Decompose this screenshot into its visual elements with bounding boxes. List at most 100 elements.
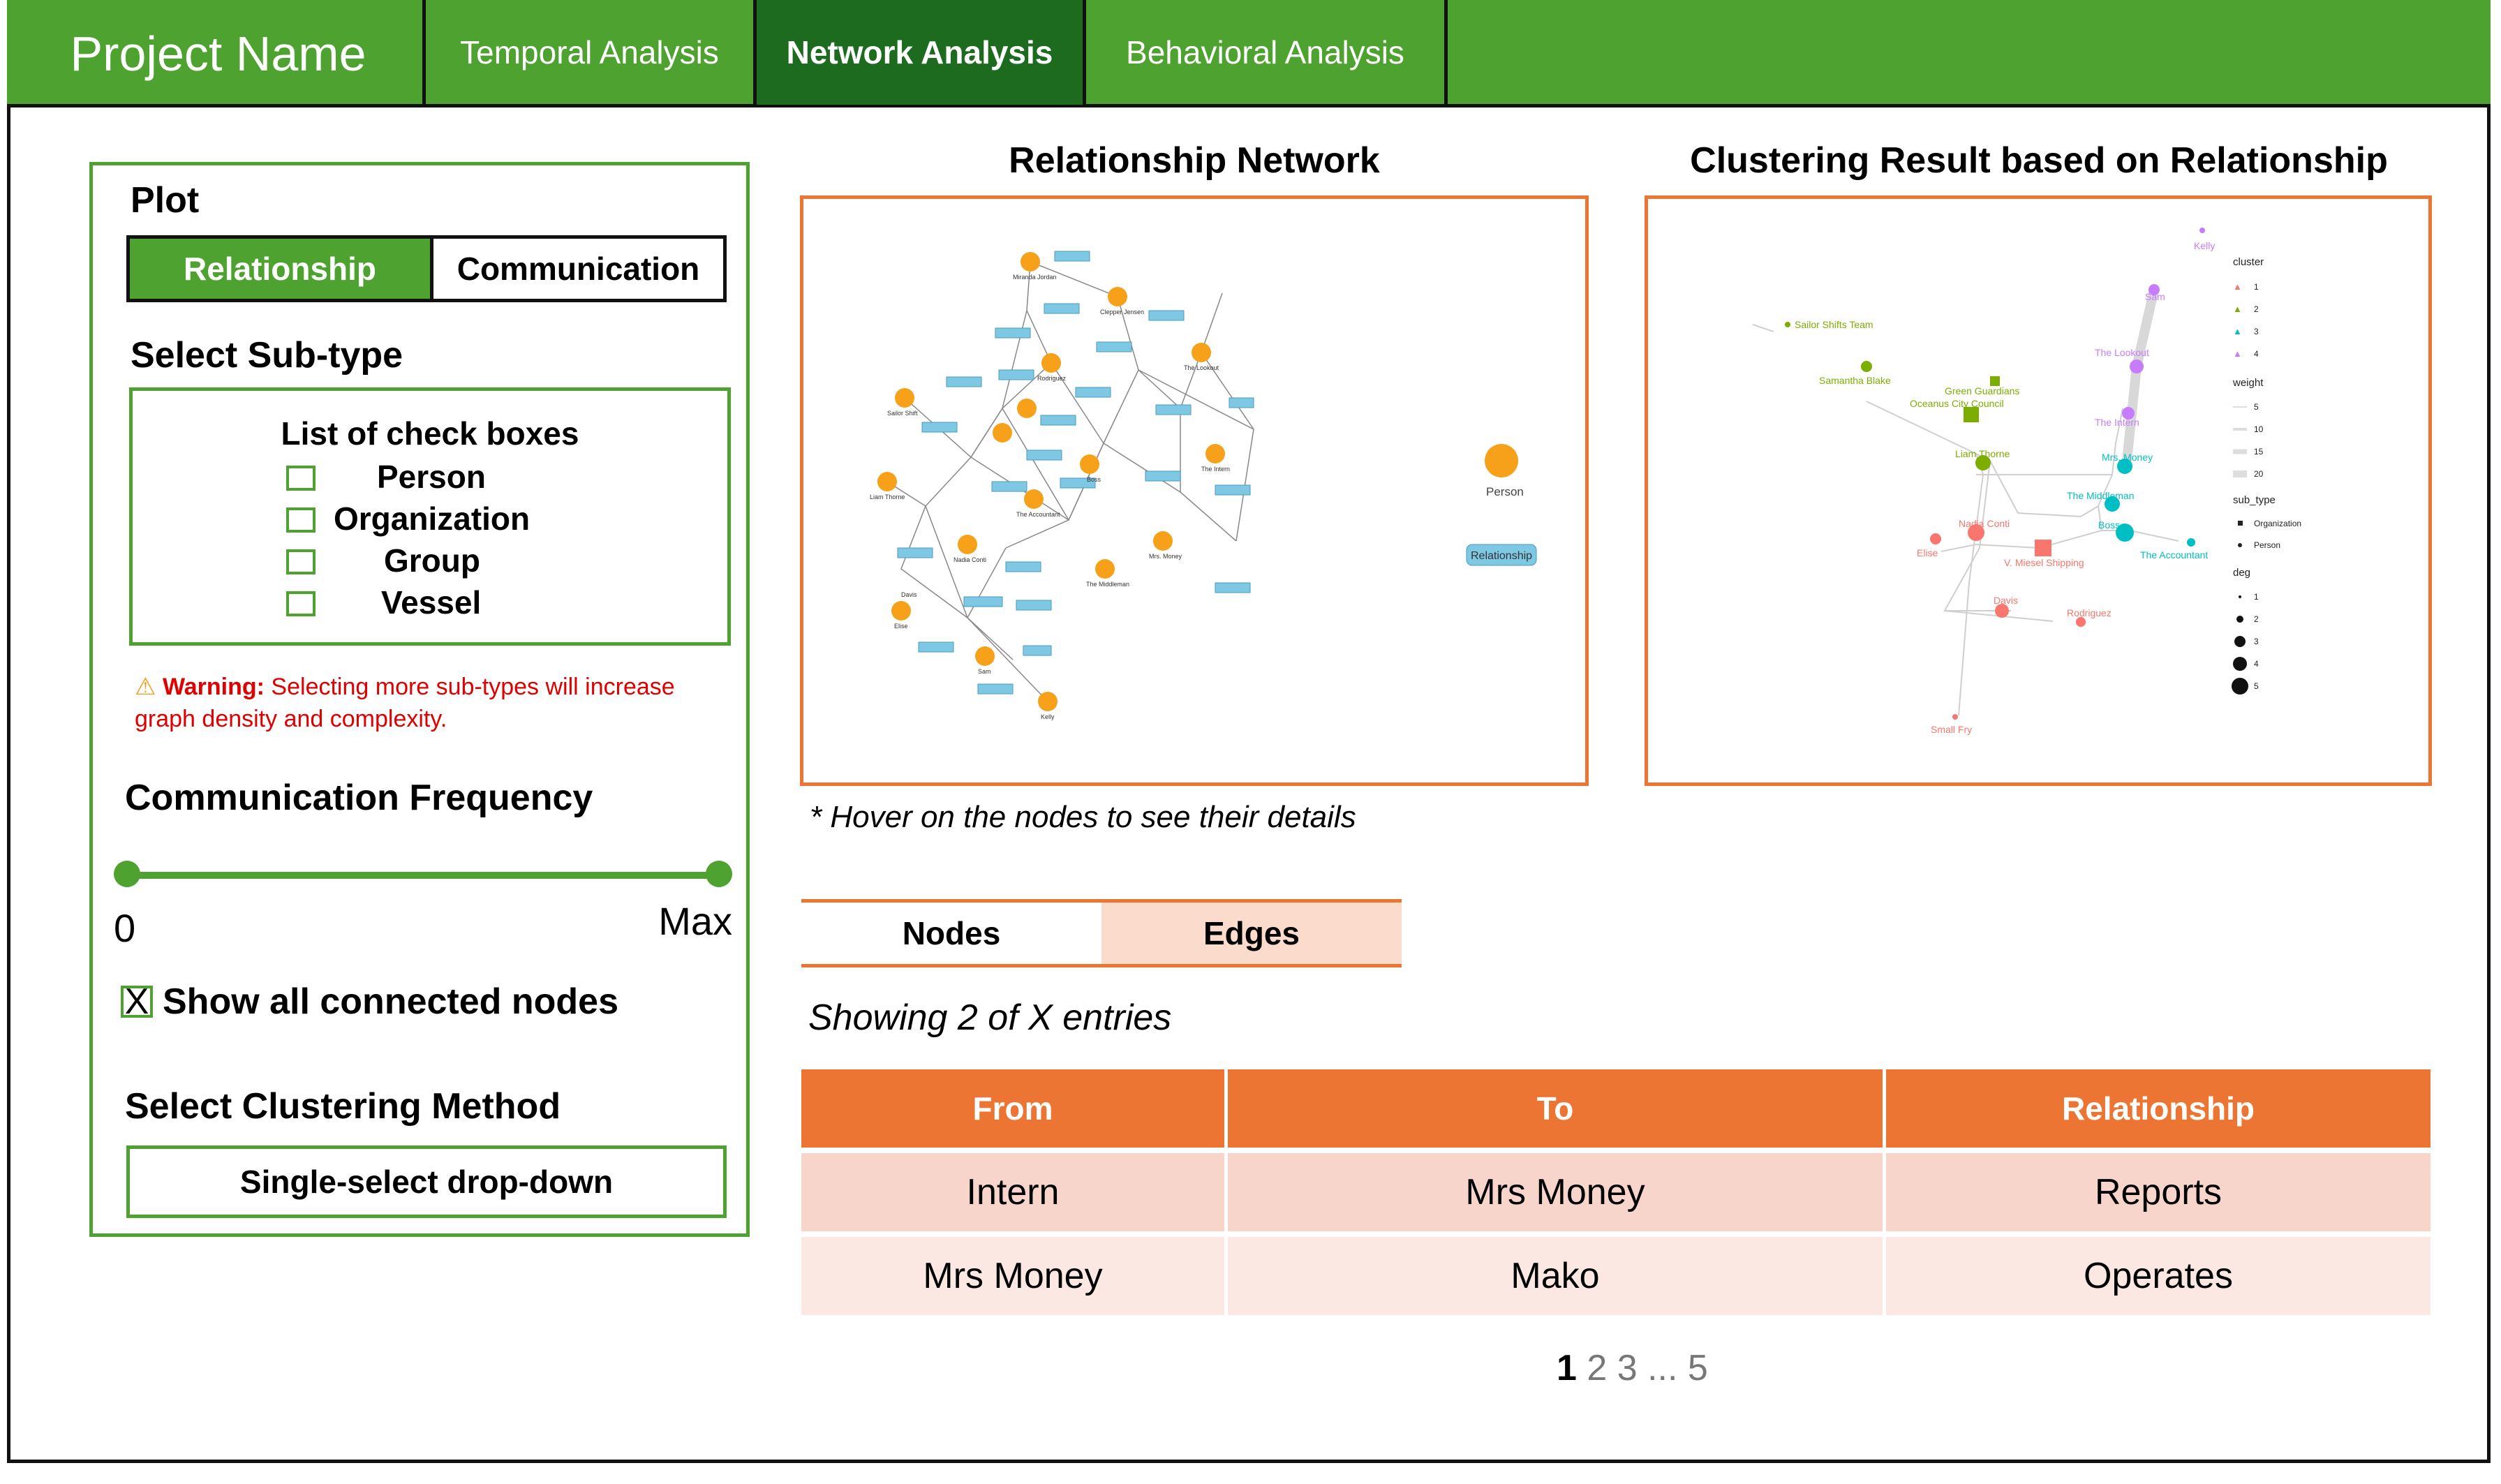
network-node[interactable] (1041, 353, 1061, 373)
network-node[interactable] (1205, 444, 1225, 463)
checkbox-square[interactable] (286, 591, 316, 616)
plot-option-communication[interactable]: Communication (457, 251, 700, 287)
relationship-node[interactable] (918, 641, 954, 653)
clustering-method-dropdown[interactable]: Single-select drop-down (126, 1145, 727, 1218)
page-links[interactable]: 2 3 ... 5 (1587, 1348, 1708, 1388)
cluster-node[interactable] (1952, 714, 1958, 720)
show-connected-toggle[interactable]: X Show all connected nodes (121, 981, 618, 1023)
column-header-from[interactable]: From (801, 1069, 1228, 1150)
cluster-node[interactable] (2035, 540, 2051, 556)
network-node[interactable] (1038, 692, 1057, 711)
checkbox-vessel[interactable] (286, 586, 316, 621)
network-person-nodes (877, 252, 1225, 711)
cluster-node[interactable] (2130, 359, 2144, 373)
tab-edges[interactable]: Edges (1101, 903, 1402, 964)
network-node[interactable] (975, 646, 995, 666)
relationship-node[interactable] (1005, 561, 1041, 572)
checkbox-list-title: List of check boxes (281, 415, 579, 452)
relationship-node[interactable] (1096, 341, 1132, 353)
relationship-node[interactable] (897, 547, 933, 558)
network-node[interactable] (1024, 489, 1044, 509)
show-connected-checkbox[interactable]: X (121, 984, 153, 1020)
checkbox-organization[interactable] (286, 503, 316, 537)
tab-network-analysis[interactable]: Network Analysis (757, 0, 1086, 105)
relationship-node[interactable] (1148, 310, 1185, 321)
cluster-node[interactable] (1964, 407, 1979, 422)
relationship-node[interactable] (963, 596, 1003, 607)
network-node[interactable] (895, 388, 914, 408)
cluster-node[interactable] (2076, 617, 2086, 627)
network-node[interactable] (1108, 287, 1127, 306)
network-node[interactable] (1021, 252, 1040, 272)
relationship-node[interactable] (1016, 600, 1052, 611)
cluster-node[interactable] (1785, 322, 1790, 327)
frequency-slider-min-handle[interactable] (114, 861, 140, 887)
network-node[interactable] (993, 423, 1012, 443)
relationship-node[interactable] (1026, 450, 1062, 461)
cluster-node[interactable] (1930, 533, 1941, 544)
relationship-node[interactable] (991, 481, 1027, 492)
cluster-node[interactable] (1990, 376, 2000, 386)
column-header-to[interactable]: To (1226, 1069, 1886, 1150)
checkbox-square[interactable] (286, 549, 316, 574)
relationship-node[interactable] (1060, 477, 1096, 489)
legend-deg-2: 2 (2254, 614, 2259, 624)
relationship-node[interactable] (1229, 397, 1254, 408)
cluster-node[interactable] (1975, 455, 1991, 470)
network-node[interactable] (891, 601, 911, 621)
frequency-slider-max-handle[interactable] (706, 861, 732, 887)
network-node[interactable] (1192, 343, 1211, 362)
cluster-node[interactable] (2199, 228, 2205, 233)
network-node[interactable] (958, 535, 977, 554)
network-node[interactable] (1080, 454, 1099, 474)
legend-cluster-key-2: ▲ (2233, 304, 2242, 314)
network-node[interactable] (1017, 399, 1037, 418)
checkbox-group[interactable] (286, 544, 316, 579)
relationship-node[interactable] (1145, 470, 1181, 482)
relationship-node[interactable] (946, 376, 982, 387)
network-node[interactable] (877, 472, 897, 491)
legend-subtype-organization: Organization (2254, 519, 2301, 528)
column-header-relationship[interactable]: Relationship (1884, 1069, 2431, 1150)
table-row[interactable]: Intern Mrs Money Reports (801, 1148, 2431, 1234)
cluster-node[interactable] (1995, 604, 2009, 618)
cluster-label-sam: Sam (2145, 291, 2165, 302)
cluster-node[interactable] (2116, 524, 2134, 542)
cluster-node[interactable] (2149, 284, 2160, 295)
relationship-node[interactable] (998, 369, 1034, 380)
relationship-node[interactable] (1044, 303, 1080, 314)
page-current[interactable]: 1 (1557, 1348, 1577, 1388)
cluster-node[interactable] (2117, 459, 2132, 474)
checkbox-square[interactable] (286, 507, 316, 533)
tab-behavioral-analysis[interactable]: Behavioral Analysis (1086, 0, 1448, 105)
cluster-node[interactable] (1861, 361, 1872, 372)
network-node[interactable] (1095, 559, 1115, 579)
relationship-node[interactable] (1155, 404, 1192, 415)
tab-temporal-analysis[interactable]: Temporal Analysis (426, 0, 757, 105)
tab-nodes[interactable]: Nodes (902, 915, 1001, 951)
plot-option-relationship[interactable]: Relationship (130, 239, 433, 299)
relationship-node[interactable] (995, 327, 1031, 339)
relationship-network-plot[interactable]: Miranda Jordan Clepper Jensen The Lookou… (800, 195, 1589, 786)
cluster-label-liam: Liam Thorne (1955, 448, 2010, 459)
relationship-node[interactable] (1054, 251, 1090, 262)
relationship-node[interactable] (977, 683, 1014, 695)
checkbox-person[interactable] (286, 461, 316, 496)
relationship-node[interactable] (1215, 582, 1251, 593)
frequency-slider-track[interactable] (126, 872, 718, 879)
relationship-node[interactable] (1040, 415, 1076, 426)
cluster-node[interactable] (2122, 407, 2135, 420)
checkbox-square[interactable] (286, 466, 316, 491)
cluster-node[interactable] (2105, 496, 2120, 512)
cluster-node[interactable] (1968, 524, 1984, 541)
relationship-node[interactable] (1215, 484, 1251, 496)
cluster-label-vmiesel: V. Miesel Shipping (2004, 557, 2084, 568)
table-row[interactable]: Mrs Money Mako Operates (801, 1231, 2431, 1315)
network-node[interactable] (1153, 531, 1173, 551)
relationship-node[interactable] (921, 422, 958, 433)
clustering-result-plot[interactable]: Kelly Sam The Lookout The Intern Sailor … (1645, 195, 2432, 786)
cluster-heavy-edge (2121, 288, 2159, 468)
relationship-node[interactable] (1075, 387, 1111, 398)
cluster-node[interactable] (2187, 538, 2195, 547)
relationship-node[interactable] (1023, 645, 1052, 656)
